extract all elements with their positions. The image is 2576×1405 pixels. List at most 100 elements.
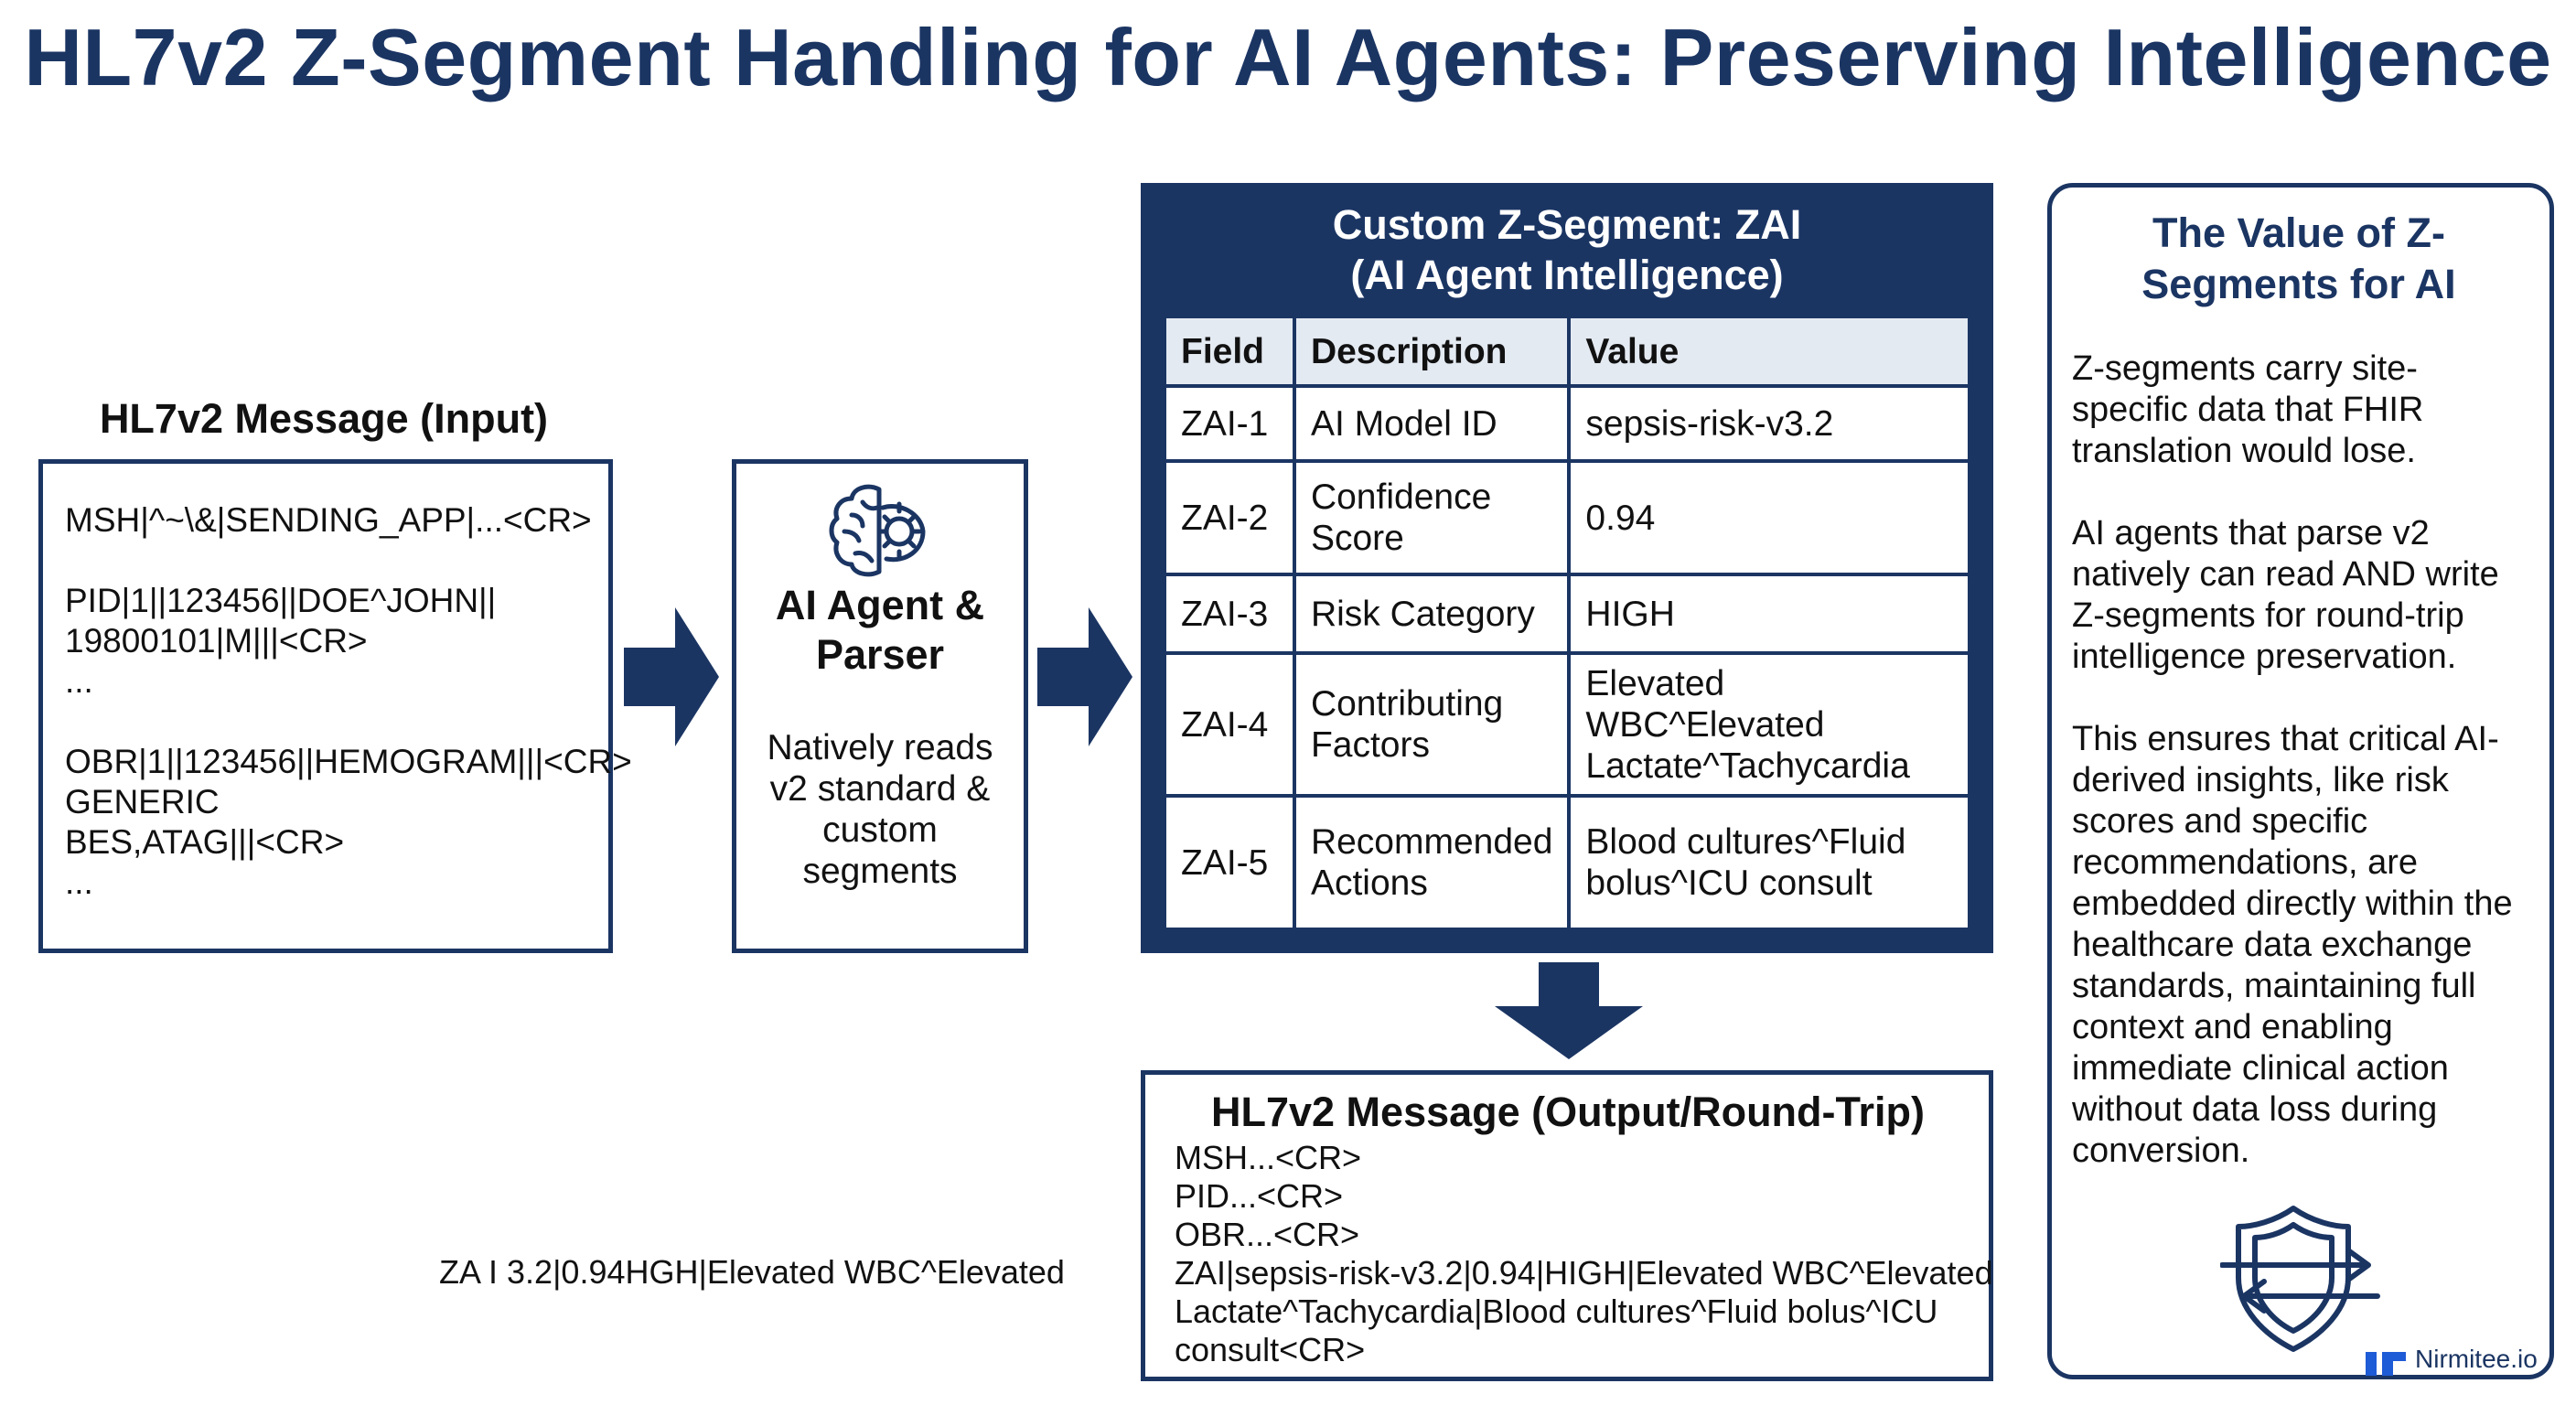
table-header-row: Field Description Value [1163,315,1971,388]
agent-sub-line: v2 standard & [769,769,991,809]
value-line: scores and specific [2072,802,2368,841]
input-gap [65,702,608,742]
value-line: derived insights, like risk [2072,761,2449,799]
description-cell: Recommended Actions [1292,794,1572,931]
description-cell: Contributing Factors [1292,651,1572,798]
value-paragraph: AI agents that parse v2 natively can rea… [2072,513,2548,678]
zai-title-line: (AI Agent Intelligence) [1350,252,1784,298]
down-arrow-icon [1495,962,1643,1059]
value-line: context and enabling [2072,1008,2393,1046]
right-arrow-icon [1037,607,1132,746]
value-line: AI agents that parse v2 [2072,514,2430,552]
column-header: Value [1567,315,1971,388]
field-cell: ZAI-1 [1163,384,1296,463]
value-line: natively can read AND write [2072,555,2499,594]
description-line: Score [1310,519,1404,558]
table-row: ZAI-2 Confidence Score 0.94 [1163,459,1971,576]
zai-title: Custom Z-Segment: ZAI (AI Agent Intellig… [1141,199,1993,300]
table-row: ZAI-4 Contributing Factors Elevated WBC^… [1163,651,1971,798]
value-line: standards, maintaining full [2072,967,2476,1005]
value-paragraph: Z-segments carry site- specific data tha… [2072,349,2548,472]
input-line: PID|1||123456||DOE^JOHN|| [65,582,497,619]
value-text: Z-segments carry site- specific data tha… [2072,349,2548,1213]
input-line: ... [65,863,93,901]
value-line: specific data that FHIR [2072,391,2424,429]
input-line: MSH|^~\&|SENDING_APP|...<CR> [65,501,592,539]
input-line: OBR|1||123456||HEMOGRAM|||<CR> [65,743,632,780]
input-line: GENERIC [65,783,220,820]
field-cell: ZAI-5 [1163,794,1296,931]
output-line: PID...<CR> [1175,1177,1344,1215]
shield-exchange-icon [2220,1206,2380,1352]
ai-agent-parser-box: AI Agent & Parser Natively reads v2 stan… [732,459,1028,953]
column-header: Description [1292,315,1572,388]
footnote-text: ZA I 3.2|0.94HGH|Elevated WBC^Elevated [439,1253,1065,1291]
description-line: Confidence [1310,477,1492,517]
page-title: HL7v2 Z-Segment Handling for AI Agents: … [24,12,2552,102]
value-line: Z-segments carry site- [2072,349,2418,388]
value-line: Blood cultures^Fluid [1585,822,1906,862]
table-row: ZAI-5 Recommended Actions Blood cultures… [1163,794,1971,931]
right-arrow-icon [624,607,719,746]
agent-title-line: Parser [815,631,945,678]
value-panel: The Value of Z- Segments for AI Z-segmen… [2047,183,2554,1379]
table-row: ZAI-3 Risk Category HIGH [1163,573,1971,655]
input-heading: HL7v2 Message (Input) [99,395,549,442]
value-paragraph: This ensures that critical AI- derived i… [2072,719,2548,1172]
value-line: Z-segments for round-trip [2072,596,2464,635]
value-line: This ensures that critical AI- [2072,720,2499,758]
output-line: Lactate^Tachycardia|Blood cultures^Fluid… [1175,1292,1938,1330]
description-line: Contributing [1310,684,1504,724]
brand-logo-icon [2366,1352,2406,1376]
agent-description: Natively reads v2 standard & custom segm… [736,727,1024,892]
value-title-line: The Value of Z- [2152,209,2446,256]
input-message-box: MSH|^~\&|SENDING_APP|...<CR> PID|1||1234… [38,459,632,953]
value-line: embedded directly within the [2072,885,2513,923]
output-line: ZAI|sepsis-risk-v3.2|0.94|HIGH|Elevated … [1175,1254,1993,1292]
table-row: ZAI-1 AI Model ID sepsis-risk-v3.2 [1163,384,1971,463]
input-line: 19800101|M|||<CR> [65,622,368,660]
zai-segment-panel: Custom Z-Segment: ZAI (AI Agent Intellig… [1141,183,1993,953]
value-line: immediate clinical action [2072,1049,2449,1088]
output-heading: HL7v2 Message (Output/Round-Trip) [1210,1089,1926,1135]
input-line: BES,ATAG|||<CR> [65,823,345,861]
input-gap [65,541,608,581]
column-header: Field [1163,315,1296,388]
description-line: Actions [1310,863,1428,903]
value-line: conversion. [2072,1132,2250,1170]
zai-title-line: Custom Z-Segment: ZAI [1332,201,1802,248]
field-cell: ZAI-3 [1163,573,1296,655]
description-cell: Risk Category [1292,573,1572,655]
output-line: MSH...<CR> [1175,1139,1362,1176]
value-title-line: Segments for AI [2141,261,2456,307]
output-message-box: HL7v2 Message (Output/Round-Trip) MSH...… [1141,1070,1993,1381]
field-cell: ZAI-2 [1163,459,1296,576]
value-line: without data loss during [2072,1090,2438,1129]
value-title: The Value of Z- Segments for AI [2070,208,2528,310]
value-cell: sepsis-risk-v3.2 [1567,384,1971,463]
value-line: Lactate^Tachycardia [1585,745,1910,786]
zai-table: Field Description Value ZAI-1 AI Model I… [1163,315,1971,931]
output-line: OBR...<CR> [1175,1216,1360,1253]
agent-title: AI Agent & Parser [736,581,1024,680]
field-cell: ZAI-4 [1163,651,1296,798]
description-cell: AI Model ID [1292,384,1572,463]
input-line: ... [65,662,93,700]
brand-name: Nirmitee.io [2415,1345,2538,1373]
value-line: bolus^ICU consult [1585,863,1873,903]
value-cell: 0.94 [1567,459,1971,576]
agent-sub-line: custom [822,810,938,850]
value-line: healthcare data exchange [2072,926,2473,964]
description-line: Recommended [1310,822,1553,862]
value-line: intelligence preservation. [2072,638,2457,676]
value-line: recommendations, are [2072,843,2419,882]
value-cell: HIGH [1567,573,1971,655]
value-line: Elevated WBC^Elevated [1585,663,1825,745]
value-cell: Blood cultures^Fluid bolus^ICU consult [1567,794,1971,931]
agent-sub-line: Natively reads [767,728,993,767]
value-line: translation would lose. [2072,432,2416,470]
description-line: Factors [1310,725,1430,765]
agent-sub-line: segments [802,852,958,891]
output-line: consult<CR> [1175,1331,1366,1368]
description-cell: Confidence Score [1292,459,1572,576]
